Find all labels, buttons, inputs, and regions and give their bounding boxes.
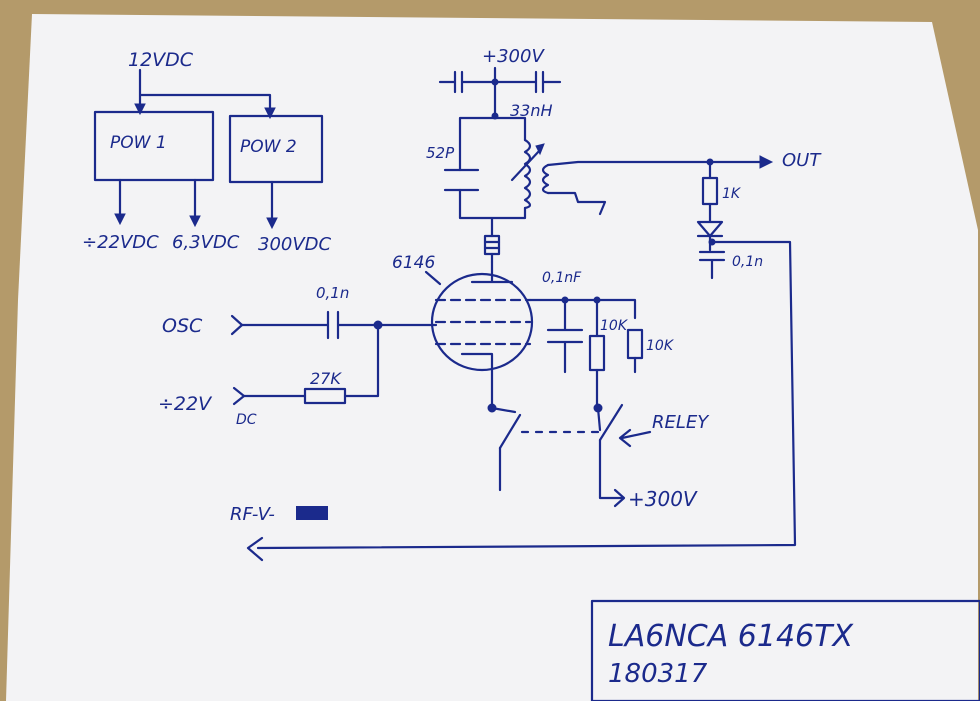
pow2-label: POW 2	[240, 137, 297, 157]
cap-52p-label: 52P	[426, 144, 455, 162]
r-10k-b-label: 10K	[646, 338, 675, 354]
cap-01nf-label: 0,1nF	[542, 270, 582, 286]
bias-label: ÷22V	[158, 393, 213, 415]
r-1k-label: 1K	[722, 186, 742, 202]
tube-label: 6146	[392, 253, 435, 273]
hv-relay-label: +300V	[628, 487, 698, 511]
cap-01n-in-label: 0,1n	[316, 284, 349, 302]
scribbled-text	[296, 506, 328, 520]
title-text: LA6NCA 6146TX	[608, 619, 854, 654]
r-27k-label: 27K	[310, 369, 342, 388]
title-block: LA6NCA 6146TX 180317	[590, 599, 980, 701]
pow2-box	[228, 114, 324, 184]
out-label: OUT	[782, 150, 822, 171]
relay-section: RELEY +300V	[490, 403, 710, 511]
rf-v-label: RF-V-	[230, 504, 275, 525]
output-neg22-label: ÷22VDC	[82, 232, 159, 253]
cap-01n-right-label: 0,1n	[732, 254, 763, 270]
power-supply-section: 12VDC POW 1 POW 2 ÷22VDC 6,3VDC 300VDC	[82, 49, 332, 255]
pow1-box	[93, 110, 215, 182]
osc-label: OSC	[162, 315, 203, 337]
input-network: OSC 0,1n 27K ÷22V DC	[158, 284, 438, 428]
tank-circuit: +300V 33nH 52P OUT	[426, 46, 822, 264]
output-300-label: 300VDC	[258, 234, 332, 255]
screen-network: 0,1nF 10K 10K	[528, 270, 675, 413]
bias-dc-label: DC	[236, 412, 257, 428]
choke-label: 33nH	[510, 101, 553, 120]
date-text: 180317	[608, 659, 708, 689]
pow1-label: POW 1	[110, 133, 167, 153]
rf-detector: 1K 0,1n RF-V-	[230, 158, 797, 562]
relay-label: RELEY	[652, 412, 710, 433]
output-63-label: 6,3VDC	[172, 232, 240, 253]
hv-top-label: +300V	[482, 46, 545, 67]
supply-input-label: 12VDC	[128, 49, 194, 71]
r-10k-a-label: 10K	[600, 318, 629, 334]
tube-6146: 6146	[392, 253, 534, 413]
